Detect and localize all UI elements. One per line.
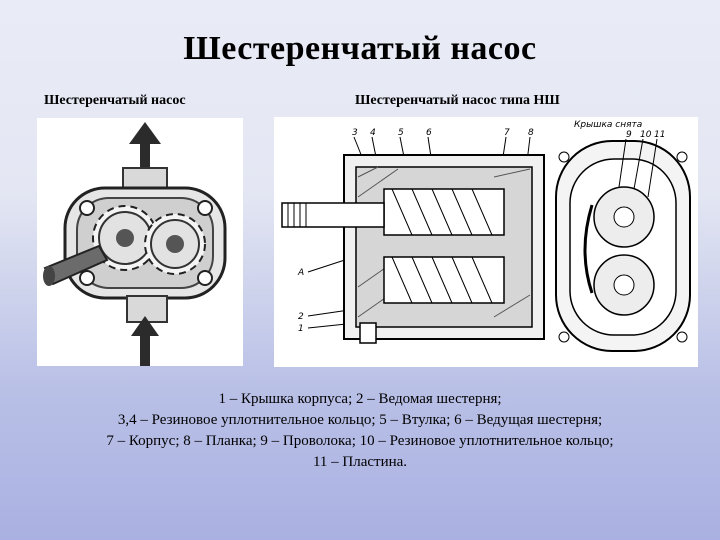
drive-gear-icon xyxy=(144,213,206,275)
callout-7: 7 xyxy=(504,128,510,138)
nsh-pump-drawing-panel: 3 4 5 6 7 8 А 2 1 Крышка снята 9 10 11 xyxy=(274,117,698,367)
gear-pump-drawing xyxy=(43,122,227,366)
legend-line-3: 7 – Корпус; 8 – Планка; 9 – Проволока; 1… xyxy=(106,433,614,449)
parts-legend: 1 – Крышка корпуса; 2 – Ведомая шестерня… xyxy=(0,389,720,473)
legend-line-4: 11 – Пластина. xyxy=(312,454,408,470)
pump-end-view xyxy=(555,138,691,352)
inlet-arrow-icon xyxy=(131,316,159,366)
drive-shaft-icon xyxy=(43,244,109,286)
callout-A: А xyxy=(297,268,304,278)
legend-line-2: 3,4 – Резиновое уплотнительное кольцо; 5… xyxy=(117,412,603,428)
callout-2: 2 xyxy=(298,312,304,322)
cover-callout: Крышка снята xyxy=(574,120,642,130)
callout-4: 4 xyxy=(370,128,376,138)
pump-section-view xyxy=(281,154,545,344)
callout-1: 1 xyxy=(298,324,304,334)
slide-title: Шестеренчатый насос xyxy=(183,30,537,67)
callout-10: 10 xyxy=(640,130,652,140)
callout-6: 6 xyxy=(426,128,432,138)
callout-8: 8 xyxy=(528,128,534,138)
callout-5: 5 xyxy=(398,128,404,138)
legend-line-1: 1 – Крышка корпуса; 2 – Ведомая шестерня… xyxy=(218,391,502,407)
gear-pump-illustration xyxy=(37,118,243,366)
nsh-pump-drawing: 3 4 5 6 7 8 А 2 1 Крышка снята 9 10 11 xyxy=(281,120,691,352)
left-figure-caption: Шестеренчатый насос xyxy=(44,93,186,108)
callout-3: 3 xyxy=(352,128,358,138)
callout-11: 11 xyxy=(654,130,665,140)
callout-9: 9 xyxy=(626,130,632,140)
right-figure-caption: Шестеренчатый насос типа НШ xyxy=(355,93,560,108)
